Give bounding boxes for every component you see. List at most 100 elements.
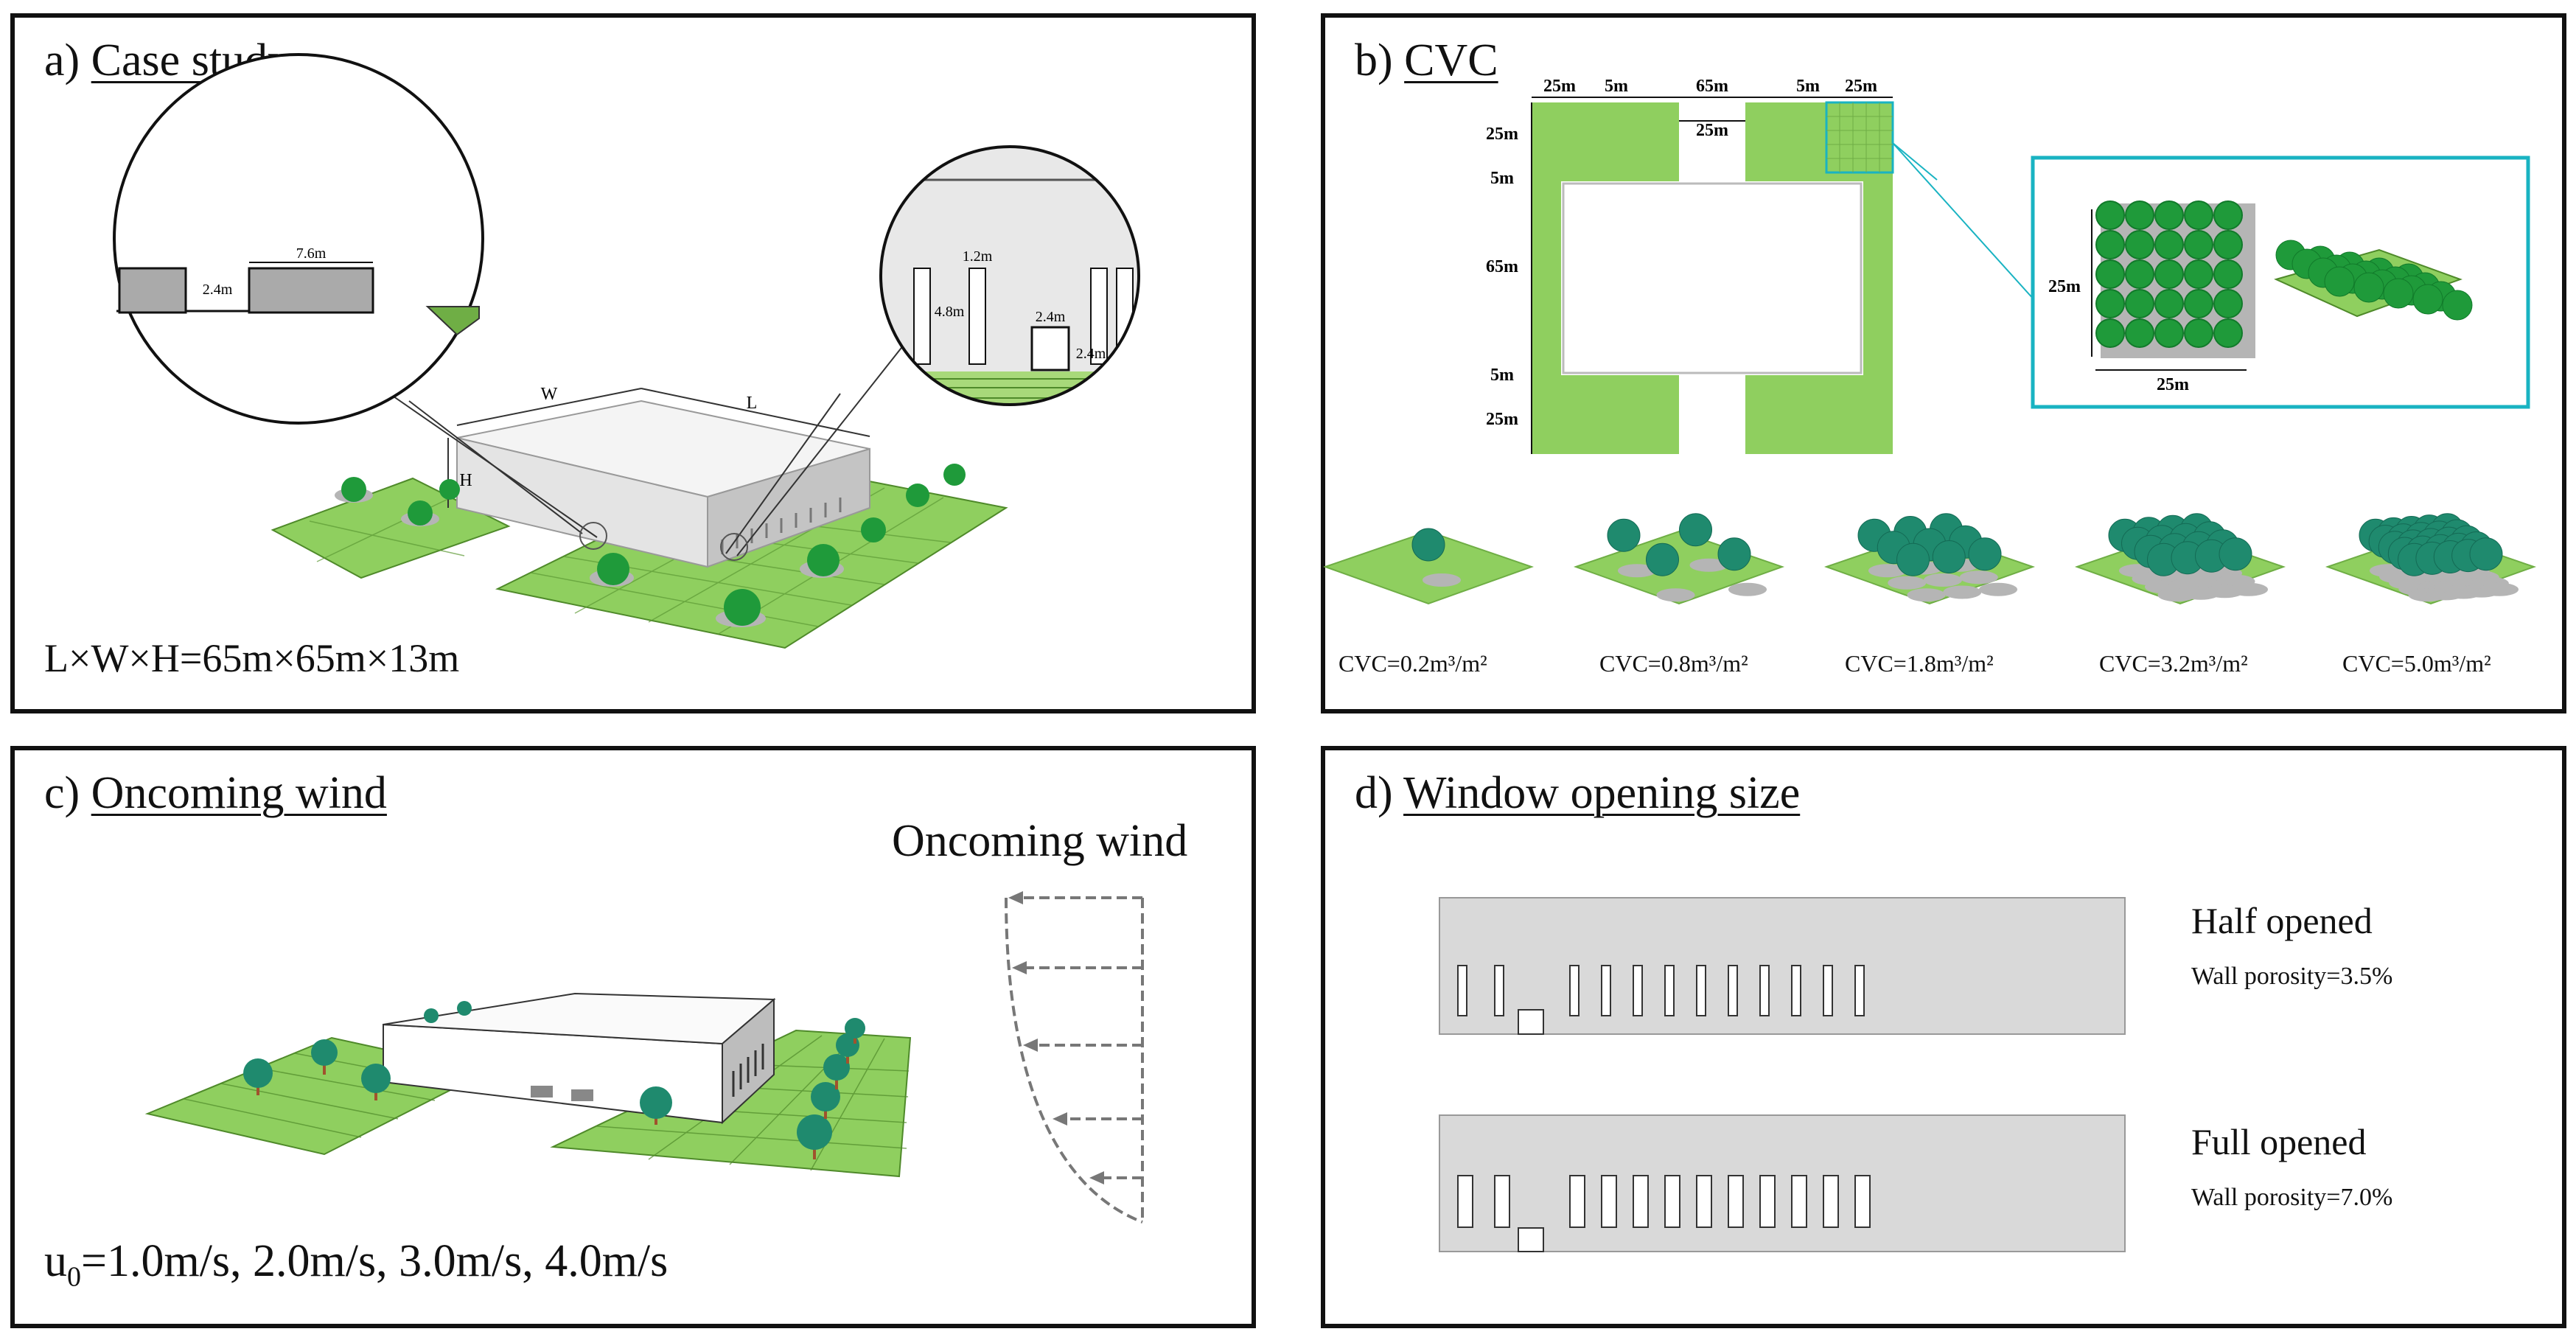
perspective-tree bbox=[2412, 284, 2443, 315]
cvc-label-4: CVC=3.2m³/m² bbox=[2099, 650, 2248, 677]
window-opening bbox=[1601, 965, 1611, 1016]
label-h: H bbox=[459, 471, 472, 490]
plan-inner-dim: 25m bbox=[1696, 121, 1728, 140]
cvc-tile-2 bbox=[1573, 513, 1785, 605]
plan-tree bbox=[2154, 230, 2184, 259]
panel-b-letter: b) bbox=[1355, 35, 1393, 86]
cvc-tree bbox=[1679, 513, 1712, 547]
cvc-tile-5 bbox=[2325, 513, 2537, 605]
plan-top-dim-1: 25m bbox=[1543, 77, 1576, 96]
wind-arrowheads bbox=[1008, 891, 1104, 1184]
cvc-tree bbox=[1646, 542, 1679, 576]
speed-values: =1.0m/s, 2.0m/s, 3.0m/s, 4.0m/s bbox=[81, 1236, 669, 1286]
window-opening bbox=[1494, 965, 1504, 1016]
plan-tree bbox=[2154, 200, 2184, 230]
panel-oncoming-wind: c) Oncoming wind Oncoming wind bbox=[10, 746, 1256, 1328]
cvc-tree bbox=[2219, 537, 2252, 571]
window-opening bbox=[1696, 1175, 1712, 1228]
cvc-label-5: CVC=5.0m³/m² bbox=[2342, 650, 2491, 677]
trees bbox=[335, 464, 966, 627]
plan-tree bbox=[2095, 200, 2125, 230]
cvc-tree bbox=[1932, 540, 1966, 573]
tree-shadow bbox=[1907, 588, 1946, 602]
label-win-h: 4.8m bbox=[935, 304, 965, 320]
window-opening bbox=[1457, 965, 1467, 1016]
cvc-label-2: CVC=0.8m³/m² bbox=[1599, 650, 1748, 677]
plan-tree bbox=[2125, 318, 2154, 348]
plan-tree bbox=[2184, 230, 2213, 259]
cvc-tile-3 bbox=[1823, 513, 2036, 605]
building-dimension-text: L×W×H=65m×65m×13m bbox=[44, 636, 460, 680]
window-opening bbox=[1823, 1175, 1839, 1228]
plan-tree bbox=[2125, 230, 2154, 259]
plan-side-dim-3: 65m bbox=[1486, 257, 1518, 276]
plan-tree bbox=[2154, 318, 2184, 348]
cvc-label-1: CVC=0.2m³/m² bbox=[1338, 650, 1487, 677]
tree-shadow bbox=[1924, 573, 1962, 587]
cvc-label-3: CVC=1.8m³/m² bbox=[1845, 650, 1994, 677]
window-opening bbox=[1728, 965, 1738, 1016]
plan-side-dim-4: 5m bbox=[1490, 366, 1514, 385]
cvc-tree bbox=[1968, 537, 2002, 571]
cvc-tiles bbox=[1322, 513, 2537, 605]
panel-d-title: Window opening size bbox=[1403, 768, 1801, 818]
cvc-tile-4 bbox=[2074, 513, 2286, 605]
plan-tree bbox=[2184, 259, 2213, 289]
plan-tree bbox=[2095, 230, 2125, 259]
perspective-tree bbox=[2442, 290, 2473, 321]
cvc-tree bbox=[1717, 537, 1751, 571]
plan-tree bbox=[2095, 318, 2125, 348]
window-opening bbox=[1759, 1175, 1776, 1228]
panel-b-heading: b) CVC bbox=[1355, 31, 1498, 90]
label-l: L bbox=[747, 394, 758, 413]
label-door-w: 2.4m bbox=[1036, 309, 1066, 325]
window-opening bbox=[1664, 965, 1675, 1016]
window-opening bbox=[1457, 1175, 1473, 1228]
window-opening bbox=[1854, 965, 1865, 1016]
window-opening bbox=[1569, 965, 1580, 1016]
wind-trees bbox=[243, 1001, 865, 1159]
panel-c-title: Oncoming wind bbox=[91, 768, 387, 818]
wind-profile bbox=[1005, 896, 1144, 1224]
cvc-tile-ground bbox=[1322, 530, 1535, 605]
tree-shadow bbox=[1618, 564, 1656, 578]
window-opening bbox=[1664, 1175, 1680, 1228]
plan-tree bbox=[2213, 200, 2243, 230]
plan-top-dim-2: 5m bbox=[1605, 77, 1628, 96]
plan-tree bbox=[2125, 259, 2154, 289]
plan-side-dim-2: 5m bbox=[1490, 169, 1514, 188]
zoom-left: 2.4m 7.6m bbox=[113, 53, 607, 550]
wall-half-opened bbox=[1439, 897, 2126, 1035]
tree-shadow bbox=[1943, 585, 1982, 599]
tree-shadow bbox=[1423, 573, 1461, 587]
tree-shadow bbox=[1888, 576, 1927, 590]
half-opened-porosity: Wall porosity=3.5% bbox=[2191, 963, 2393, 990]
zoom-dim-v: 25m bbox=[2048, 277, 2081, 296]
window-opening bbox=[1791, 1175, 1807, 1228]
panel-case-study: a) Case study bbox=[10, 13, 1256, 713]
tree-shadow bbox=[1728, 582, 1767, 596]
panel-d-letter: d) bbox=[1355, 768, 1393, 818]
window-opening bbox=[1494, 1175, 1510, 1228]
panel-a-letter: a) bbox=[44, 35, 80, 86]
full-opened-porosity: Wall porosity=7.0% bbox=[2191, 1184, 2393, 1211]
window-opening bbox=[1569, 1175, 1585, 1228]
tree-shadow bbox=[1959, 570, 1998, 584]
tree-shadow bbox=[2480, 582, 2519, 596]
window-opening bbox=[1759, 965, 1770, 1016]
cvc-tree bbox=[1411, 528, 1445, 562]
panel-window-opening: d) Window opening size Half opened Wall … bbox=[1321, 746, 2566, 1328]
building-side bbox=[707, 447, 870, 568]
window-opening bbox=[1633, 1175, 1649, 1228]
plan-tree bbox=[2154, 289, 2184, 318]
tree-shadow bbox=[1689, 558, 1728, 572]
cvc-tile-1 bbox=[1322, 528, 1535, 605]
plan-top-dim-3: 65m bbox=[1696, 77, 1728, 96]
wind-label: Oncoming wind bbox=[892, 816, 1188, 866]
panel-c-letter: c) bbox=[44, 768, 80, 818]
plan-tree bbox=[2184, 200, 2213, 230]
label-gap: 2.4m bbox=[203, 282, 233, 298]
window-opening bbox=[1601, 1175, 1617, 1228]
window-illustration bbox=[1439, 897, 2126, 1252]
plan-top-dim-5: 25m bbox=[1845, 77, 1877, 96]
